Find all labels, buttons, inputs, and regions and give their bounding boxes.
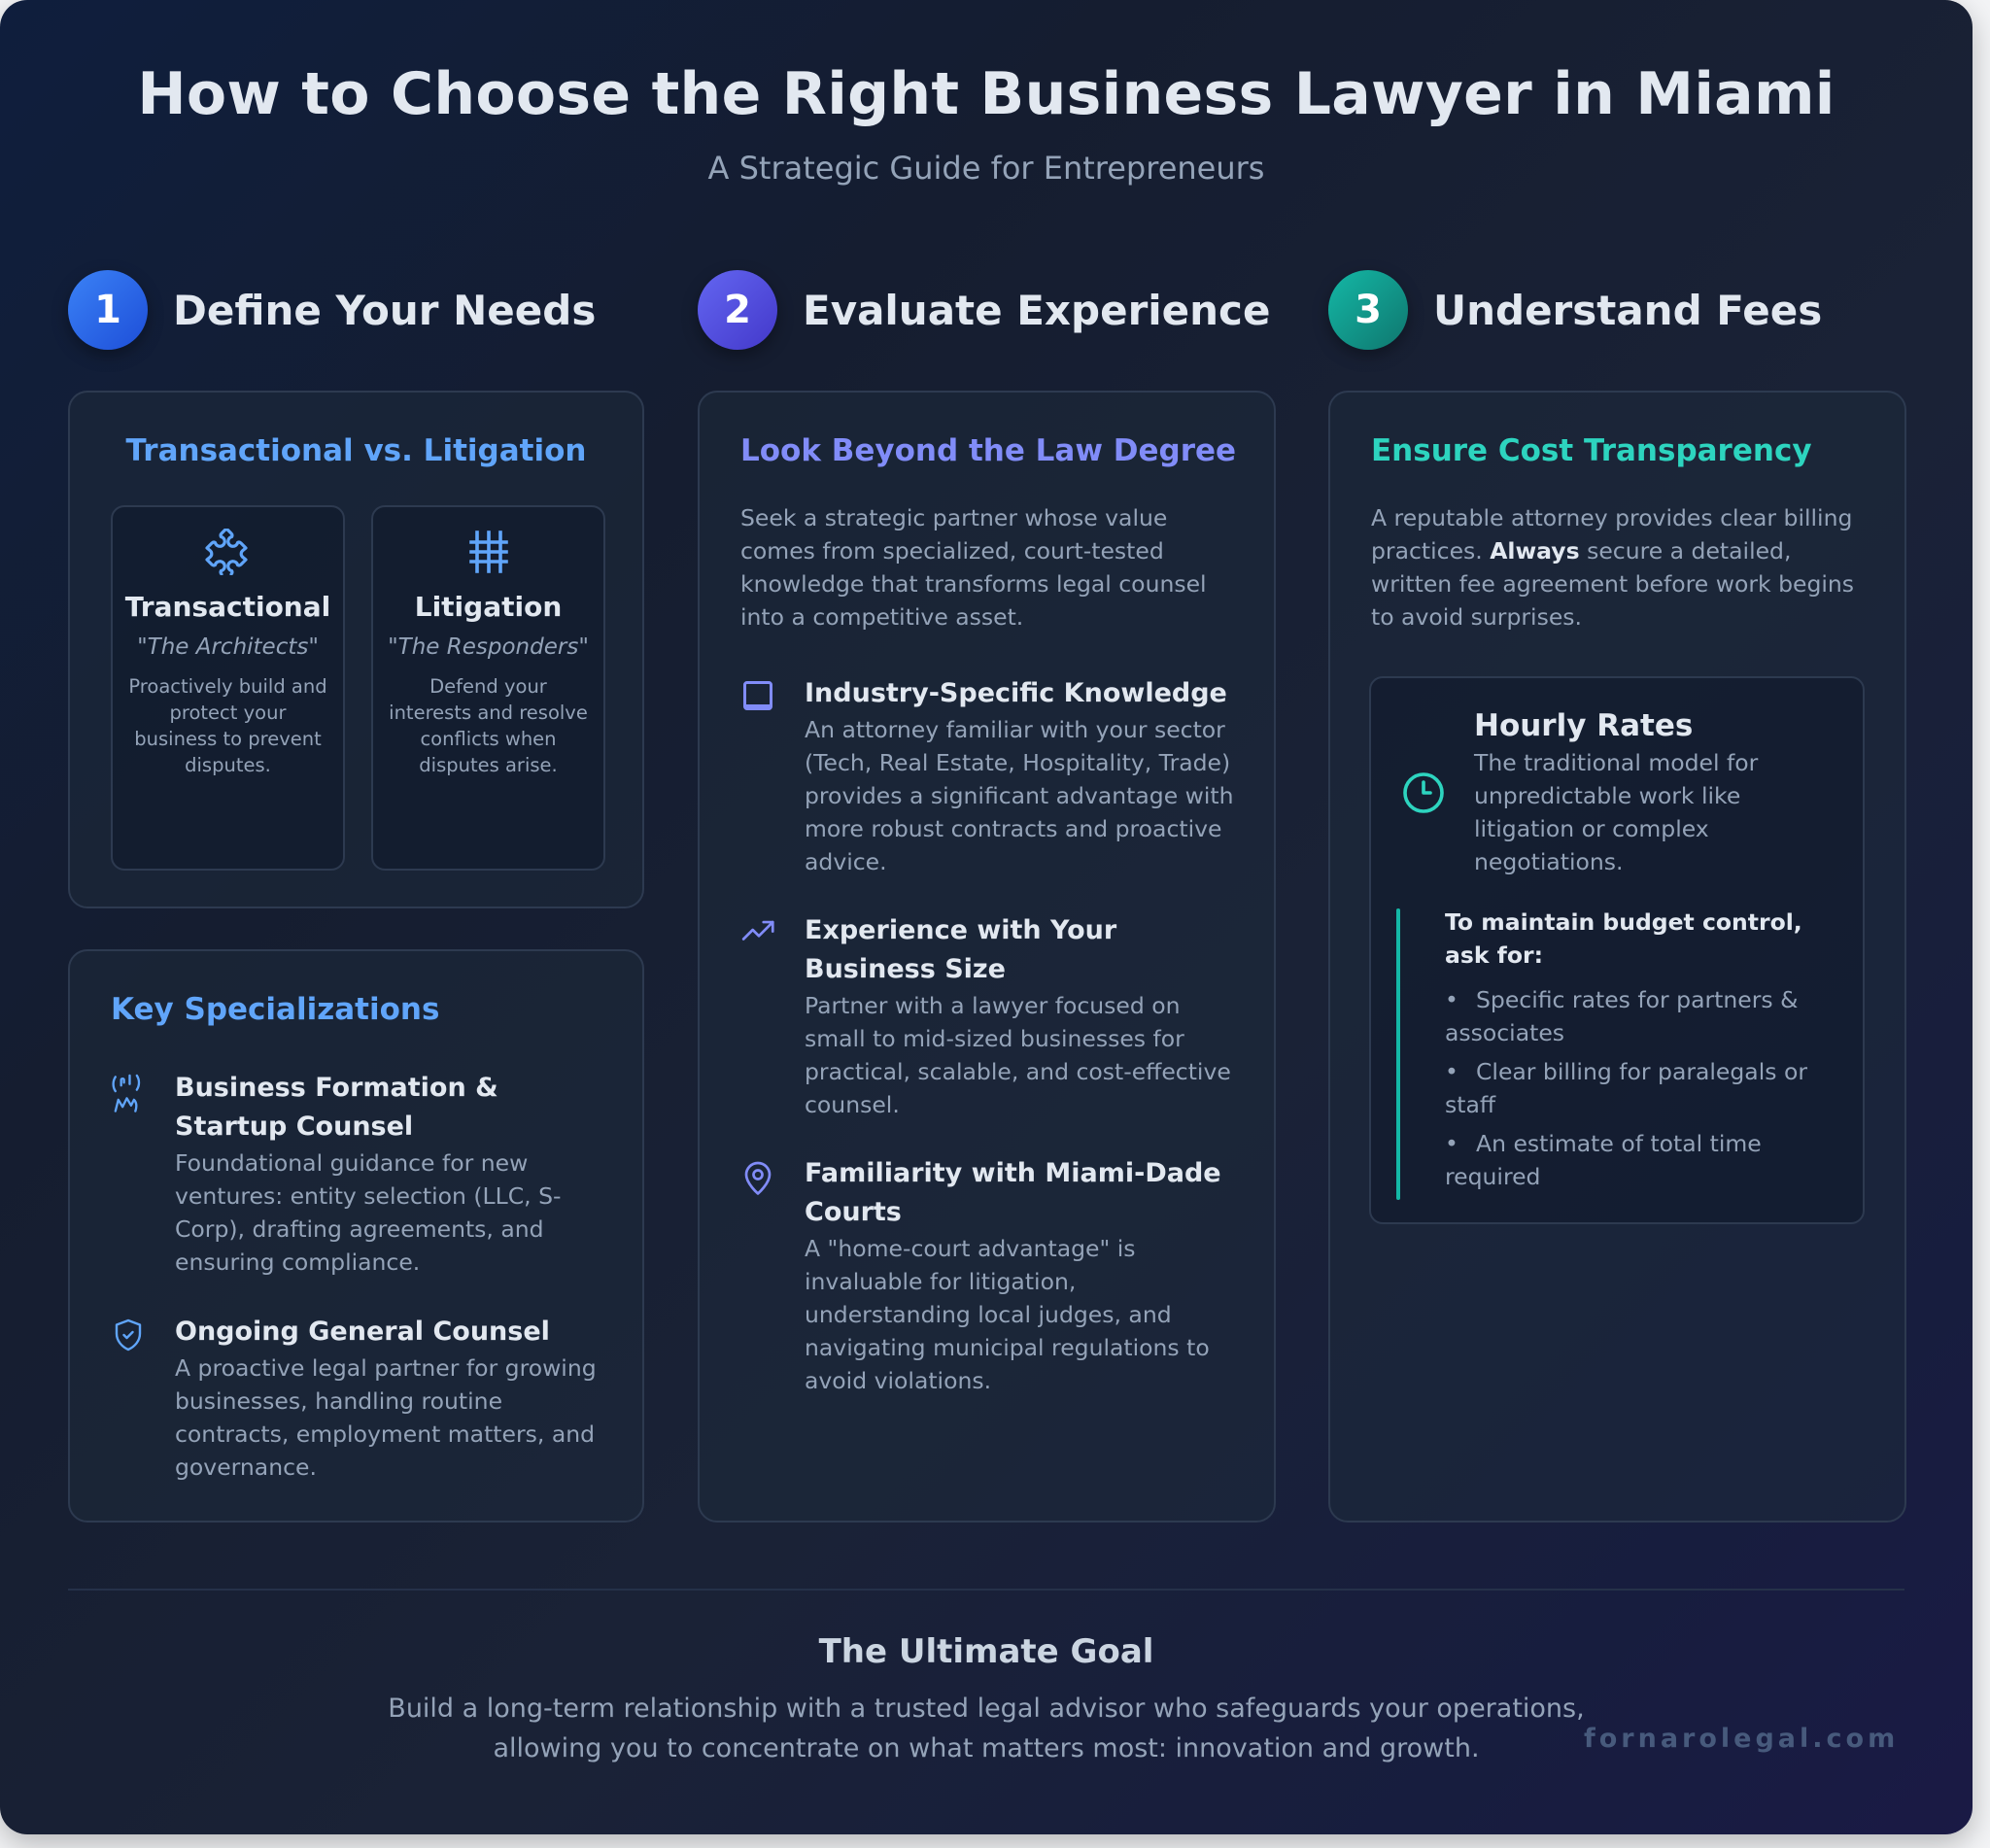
hash-grid-icon (373, 529, 603, 577)
list-item: •An estimate of total time required (1445, 1130, 1762, 1190)
item-description: A "home-court advantage" is invaluable f… (805, 1235, 1210, 1394)
item-title: Ongoing General Counsel (175, 1317, 550, 1347)
item-title: Business Formation & Startup Counsel (175, 1073, 498, 1142)
hourly-title: Hourly Rates (1474, 708, 1694, 743)
card-tagline: "The Responders" (388, 634, 589, 660)
item-description: Partner with a lawyer focused on small t… (805, 992, 1231, 1118)
item-title: Experience with Your Business Size (805, 915, 1117, 984)
specialization-item: Business Formation & Startup Counsel Fou… (111, 1069, 616, 1279)
footer-description: Build a long-term relationship with a tr… (388, 1694, 1585, 1763)
item-description: Foundational guidance for new ventures: … (175, 1149, 562, 1276)
page-title: How to Choose the Right Business Lawyer … (137, 60, 1836, 128)
card-title: Transactional (124, 591, 331, 623)
step-number-badge: 2 (698, 270, 777, 350)
step-3-header: 3 Understand Fees (1328, 270, 1822, 350)
card-heading: Key Specializations (111, 992, 440, 1027)
card-heading: Transactional vs. Litigation (125, 433, 587, 468)
shield-check-icon (111, 1313, 175, 1484)
budget-list: •Specific rates for partners & associate… (1445, 983, 1834, 1193)
litigation-card: Litigation "The Responders" Defend your … (371, 505, 605, 871)
item-description: An attorney familiar with your sector (T… (805, 716, 1234, 875)
fees-card: Ensure Cost Transparency A reputable att… (1328, 391, 1906, 1523)
item-title: Familiarity with Miami-Dade Courts (805, 1158, 1221, 1227)
hourly-description: The traditional model for unpredictable … (1474, 749, 1759, 875)
experience-item: Experience with Your Business Size Partn… (740, 911, 1246, 1121)
transactional-card: Transactional "The Architects" Proactive… (111, 505, 345, 871)
handshake-icon (111, 1069, 175, 1279)
list-item: •Specific rates for partners & associate… (1445, 986, 1799, 1046)
step-title: Understand Fees (1433, 286, 1823, 334)
trending-up-icon (740, 911, 805, 1121)
step-1-header: 1 Define Your Needs (68, 270, 596, 350)
brand-watermark: fornarolegal.com (1584, 1724, 1900, 1754)
specialization-item: Ongoing General Counsel A proactive lega… (111, 1313, 616, 1484)
header: How to Choose the Right Business Lawyer … (0, 60, 1973, 187)
item-description: A proactive legal partner for growing bu… (175, 1354, 597, 1481)
emphasis: Always (1490, 537, 1580, 565)
map-pin-icon (740, 1154, 805, 1397)
footer-title: The Ultimate Goal (818, 1632, 1154, 1671)
hourly-rates-box: Hourly Rates The traditional model for u… (1369, 676, 1865, 1224)
experience-item: Familiarity with Miami-Dade Courts A "ho… (740, 1154, 1246, 1397)
step-title: Evaluate Experience (803, 286, 1271, 334)
card-description: Proactively build and protect your busin… (128, 675, 327, 776)
comparison-card: Transactional vs. Litigation Transaction… (68, 391, 644, 908)
budget-checklist: To maintain budget control, ask for: •Sp… (1445, 906, 1834, 1199)
card-heading: Look Beyond the Law Degree (740, 433, 1237, 468)
page-subtitle: A Strategic Guide for Entrepreneurs (707, 150, 1265, 187)
step-number-badge: 3 (1328, 270, 1408, 350)
card-intro: A reputable attorney provides clear bill… (1371, 504, 1855, 631)
square-icon (740, 674, 805, 878)
card-description: Defend your interests and resolve confli… (389, 675, 588, 776)
card-heading: Ensure Cost Transparency (1371, 433, 1812, 468)
footer: The Ultimate Goal Build a long-term rela… (0, 1632, 1973, 1768)
puzzle-icon (113, 529, 343, 577)
item-title: Industry-Specific Knowledge (805, 678, 1227, 708)
experience-item: Industry-Specific Knowledge An attorney … (740, 674, 1246, 878)
budget-heading: To maintain budget control, ask for: (1445, 908, 1802, 969)
step-2-header: 2 Evaluate Experience (698, 270, 1270, 350)
list-item: •Clear billing for paralegals or staff (1445, 1058, 1807, 1118)
experience-card: Look Beyond the Law Degree Seek a strate… (698, 391, 1276, 1523)
card-intro: Seek a strategic partner whose value com… (740, 504, 1207, 631)
accent-bar (1396, 908, 1400, 1200)
clock-icon (1400, 770, 1447, 820)
footer-divider (68, 1589, 1904, 1591)
step-title: Define Your Needs (173, 286, 597, 334)
step-number-badge: 1 (68, 270, 148, 350)
card-tagline: "The Architects" (137, 634, 319, 660)
card-title: Litigation (414, 591, 563, 623)
specializations-card: Key Specializations Business Formation &… (68, 949, 644, 1523)
